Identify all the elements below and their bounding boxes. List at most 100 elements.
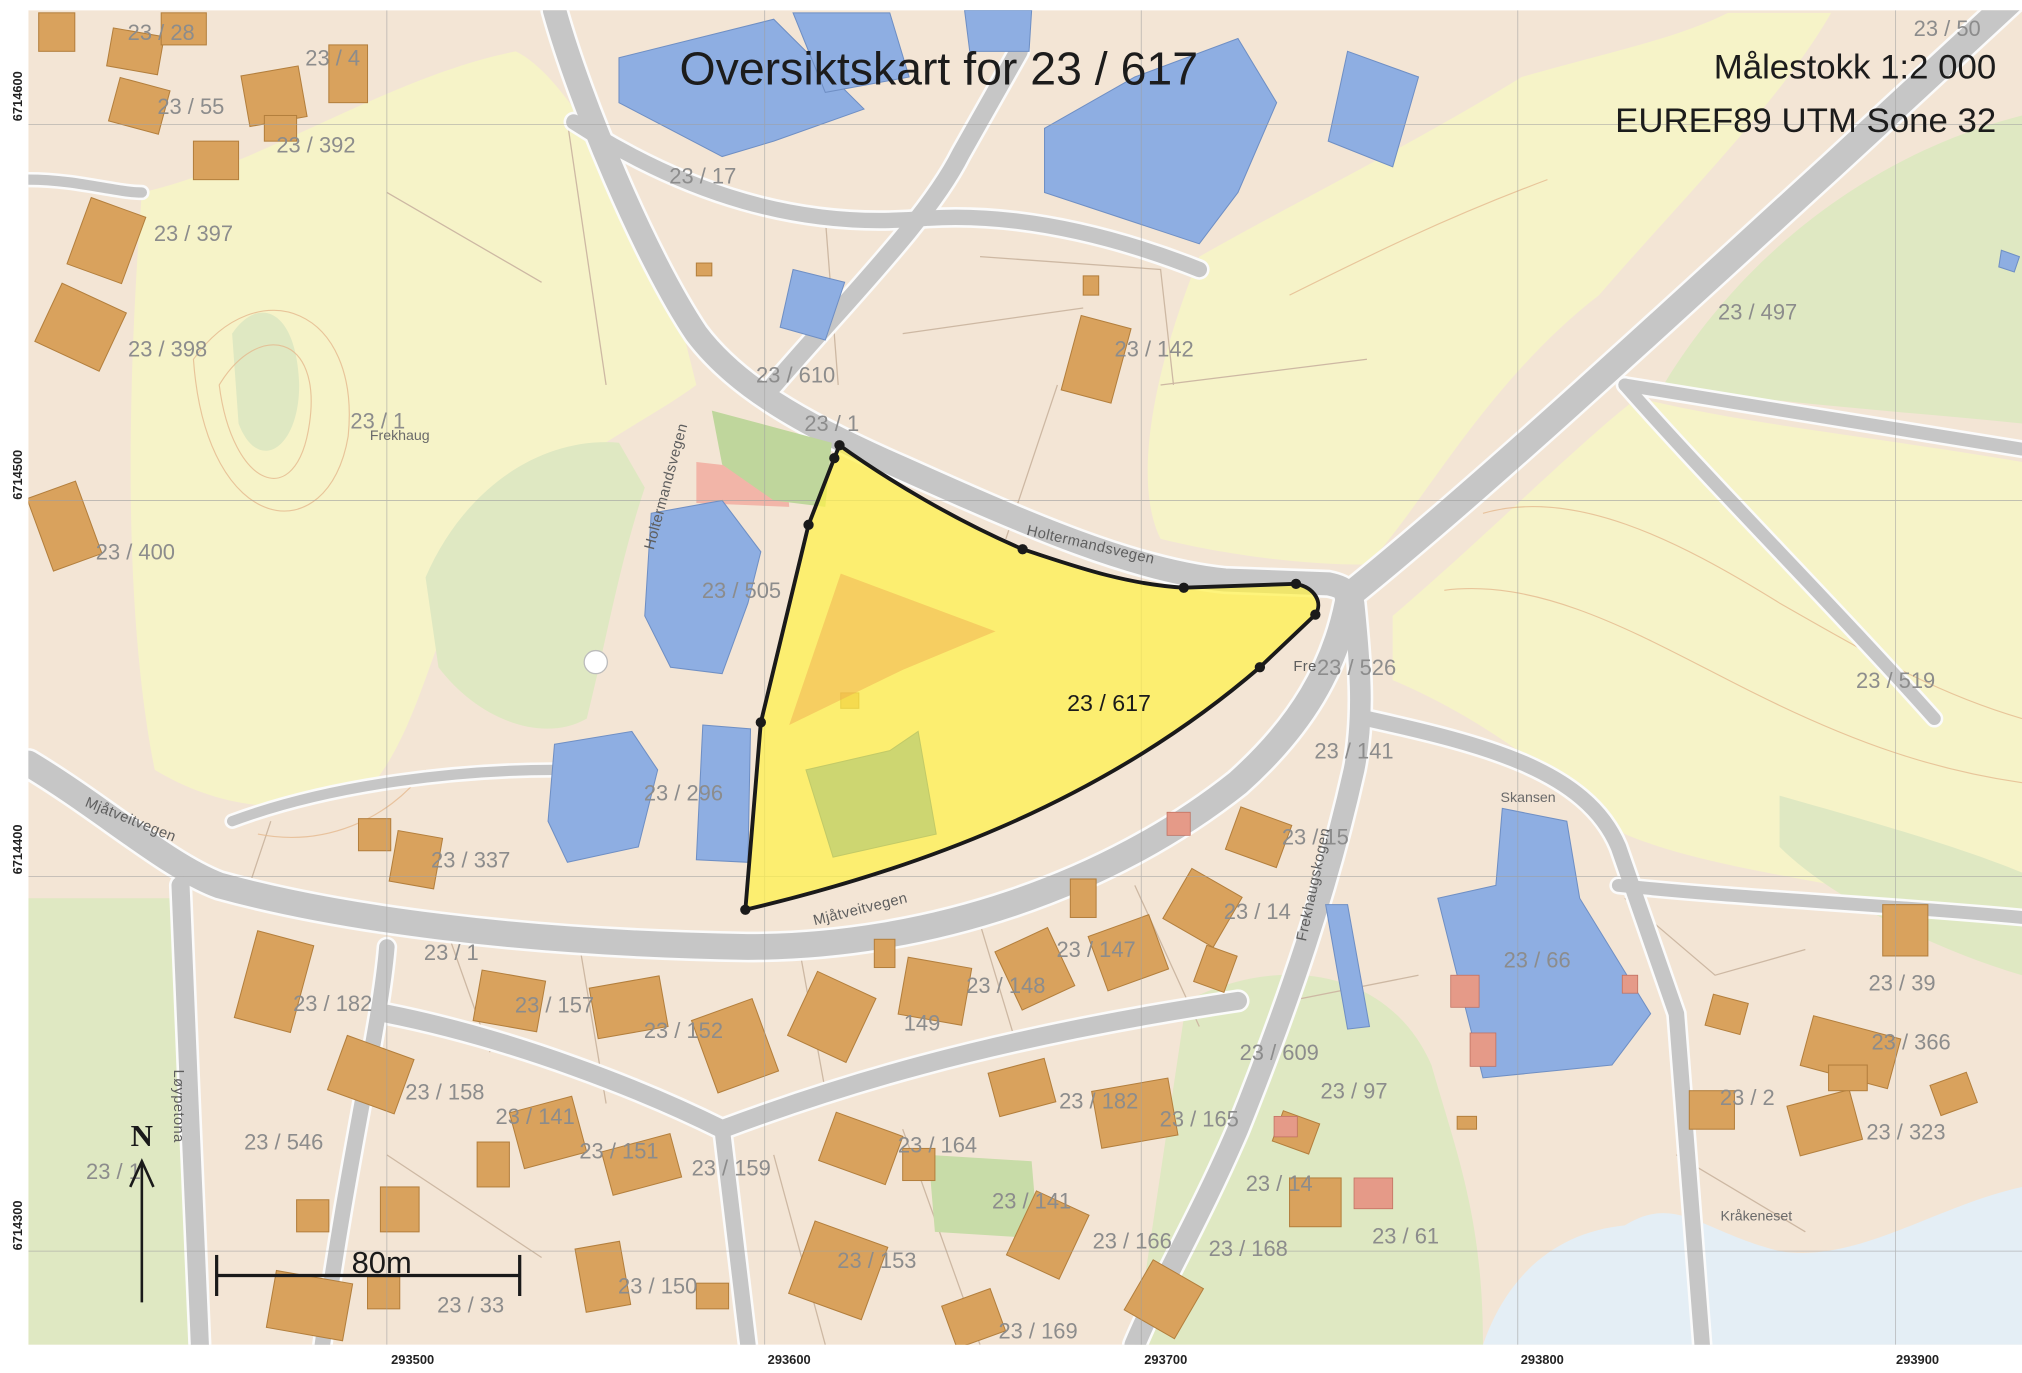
house xyxy=(328,44,369,104)
easting-tick: 293800 xyxy=(1521,1352,1564,1367)
parcel-label: 23 / 1 xyxy=(424,940,479,965)
land-area xyxy=(1779,795,2022,976)
house xyxy=(192,140,240,181)
road xyxy=(1124,592,1371,1345)
land-area xyxy=(232,312,300,451)
house xyxy=(388,829,444,890)
northing-tick: 6714300 xyxy=(10,1200,25,1250)
parcel-label: 23 / 526 xyxy=(1317,655,1396,680)
parcel-label: 23 / 165 xyxy=(1160,1107,1239,1132)
house xyxy=(263,114,298,142)
house xyxy=(690,997,780,1094)
parcel-label: 23 / 39 xyxy=(1869,971,1936,996)
roads xyxy=(28,10,2022,1345)
parcel-label: 23 / 141 xyxy=(1314,738,1393,763)
house xyxy=(296,1199,330,1233)
parcel-label: 23 / 141 xyxy=(992,1189,1071,1214)
highlighted-parcel: 23 / 617 xyxy=(740,440,1321,915)
house xyxy=(1224,806,1293,869)
house xyxy=(160,12,207,46)
parcel-label: 23 / 164 xyxy=(898,1132,977,1157)
parcel-label: 23 / 147 xyxy=(1057,937,1136,962)
house xyxy=(28,480,103,572)
parcel-label: 23 / 182 xyxy=(1059,1089,1138,1114)
house xyxy=(326,1034,415,1115)
road-name: Fre xyxy=(1293,659,1316,675)
house xyxy=(1786,1089,1864,1157)
road xyxy=(1618,378,1941,725)
house xyxy=(873,938,896,969)
map-title: Oversiktskart for 23 / 617 xyxy=(680,43,1198,95)
parcel-label: 23 / 398 xyxy=(128,337,207,362)
scale-bar xyxy=(215,1254,522,1297)
parcel-label: 23 / 14 xyxy=(1246,1171,1313,1196)
easting-tick: 293700 xyxy=(1144,1352,1187,1367)
house xyxy=(940,1287,1007,1345)
house xyxy=(1456,1115,1478,1130)
house xyxy=(1704,993,1749,1036)
boundary-vertex xyxy=(1254,662,1266,673)
highlight-parcel-label: 23 / 617 xyxy=(1067,690,1151,716)
scale-bar-label: 80m xyxy=(352,1245,412,1280)
building xyxy=(792,12,910,93)
boundary-vertex xyxy=(1310,609,1321,620)
house xyxy=(1289,1177,1342,1228)
road xyxy=(171,876,209,1345)
house xyxy=(476,1141,510,1188)
building-red xyxy=(1469,1032,1497,1067)
north-arrow xyxy=(129,1158,155,1303)
parcel-label: 23 / 182 xyxy=(293,991,372,1016)
building xyxy=(1044,37,1278,245)
parcel-label: 23 / 61 xyxy=(1372,1223,1439,1248)
parcel-label: 23 / 151 xyxy=(579,1139,658,1164)
parcel-label: 23 / 157 xyxy=(515,992,594,1017)
parcel-label: 23 / 609 xyxy=(1240,1040,1319,1065)
land-area xyxy=(130,51,697,806)
boundary-vertex xyxy=(829,452,840,464)
house xyxy=(66,196,147,285)
house xyxy=(987,1057,1057,1118)
parcel-label: 23 / 169 xyxy=(998,1318,1077,1343)
house xyxy=(1192,944,1238,994)
building xyxy=(1327,50,1420,168)
parcel-label: 23 / 15 xyxy=(1282,824,1349,849)
house xyxy=(1828,1064,1868,1092)
parcel-label: 23 / 397 xyxy=(154,221,233,246)
building-red xyxy=(1166,811,1191,836)
parcel-vertices xyxy=(740,440,1321,915)
parcel-inner-structure xyxy=(805,730,937,858)
road xyxy=(542,10,1362,615)
grid xyxy=(28,10,2022,1345)
road xyxy=(764,42,1028,394)
parcel-label: 23 / 97 xyxy=(1321,1078,1388,1103)
parcel-label: 23 / 159 xyxy=(692,1155,771,1180)
house xyxy=(600,1133,683,1196)
house xyxy=(367,1276,401,1310)
scale-text: Målestokk 1:2 000 xyxy=(1714,48,1996,86)
parcel-label: 23 / 152 xyxy=(644,1018,723,1043)
building xyxy=(618,18,865,158)
house xyxy=(1882,904,1929,957)
house xyxy=(107,76,171,135)
boundary-vertex xyxy=(755,717,766,728)
northing-tick: 6714500 xyxy=(10,450,25,500)
water-area xyxy=(1482,1186,2022,1345)
parcel-label: 23 / 1 xyxy=(350,409,405,434)
house xyxy=(817,1111,904,1186)
building-red xyxy=(1273,1115,1298,1138)
road xyxy=(377,991,1247,1139)
parcel-label: 23 / 337 xyxy=(431,847,510,872)
parcel-label: 23 / 17 xyxy=(669,164,736,189)
parcel-label: 149 xyxy=(904,1010,941,1035)
house xyxy=(902,1147,936,1182)
house xyxy=(1060,314,1132,404)
house xyxy=(786,970,877,1064)
road xyxy=(314,939,395,1345)
land-area xyxy=(1663,115,2022,424)
green-field xyxy=(928,1154,1039,1239)
house xyxy=(472,969,547,1033)
parcel-label: 23 / 153 xyxy=(837,1248,916,1273)
house xyxy=(574,1240,632,1313)
